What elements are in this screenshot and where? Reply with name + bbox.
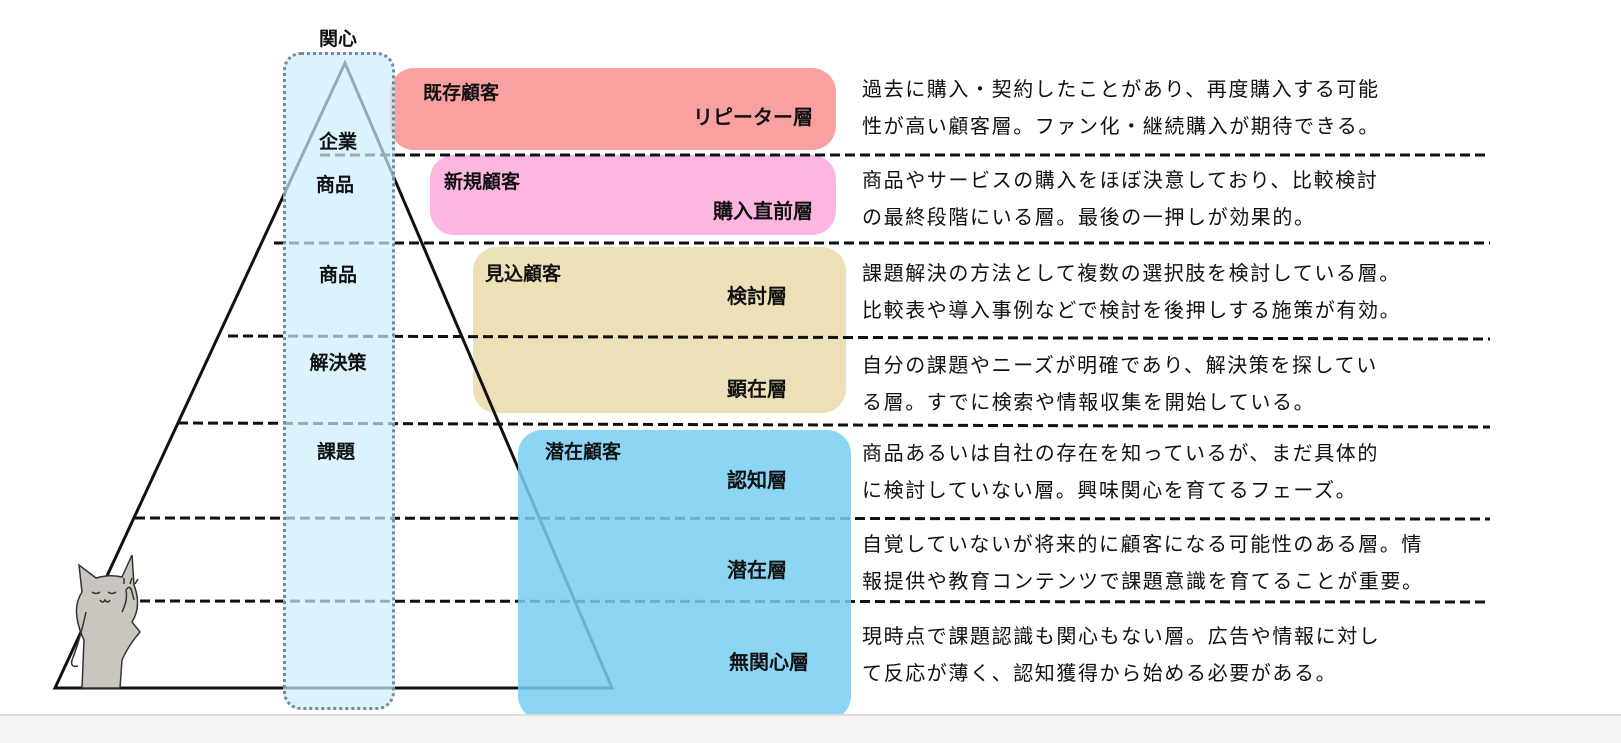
layer-description: 現時点で課題認識も関心もない層。広告や情報に対して反応が薄く、認知獲得から始める… xyxy=(862,618,1380,692)
segment-box-existing xyxy=(390,68,836,150)
interest-column-title: 関心 xyxy=(318,28,357,50)
description-line: 性が高い顧客層。ファン化・継続購入が期待できる。 xyxy=(862,114,1380,138)
segment-box-new xyxy=(430,155,836,235)
interest-column xyxy=(283,52,395,710)
description-line: の最終段階にいる層。最後の一押しが効果的。 xyxy=(862,205,1316,229)
layer-name: 潜在層 xyxy=(727,558,787,582)
segment-label: 見込顧客 xyxy=(485,263,562,285)
segment-box-potential xyxy=(518,430,851,720)
description-line: て反応が薄く、認知獲得から始める必要がある。 xyxy=(862,661,1338,685)
layer-name: 顕在層 xyxy=(727,377,787,401)
layer-description: 商品やサービスの購入をほぼ決意しており、比較検討の最終段階にいる層。最後の一押し… xyxy=(862,162,1378,236)
divider-line xyxy=(177,421,1491,429)
description-line: に検討していない層。興味関心を育てるフェーズ。 xyxy=(862,478,1358,502)
layer-name: リピーター層 xyxy=(693,105,813,129)
description-line: 報提供や教育コンテンツで課題意識を育てることが重要。 xyxy=(862,569,1424,593)
description-line: 自覚していないが将来的に顧客になる可能性のある層。情 xyxy=(862,532,1423,556)
interest-label: 課題 xyxy=(316,441,355,463)
description-line: 現時点で課題認識も関心もない層。広告や情報に対し xyxy=(862,624,1381,648)
description-line: 商品あるいは自社の存在を知っているが、まだ具体的 xyxy=(862,441,1379,465)
description-line: 自分の課題やニーズが明確であり、解決策を探してい xyxy=(862,353,1378,377)
divider-line xyxy=(227,334,1491,341)
layer-description: 自覚していないが将来的に顧客になる可能性のある層。情報提供や教育コンテンツで課題… xyxy=(862,526,1424,600)
interest-label: 企業 xyxy=(318,131,357,153)
layer-name: 無関心層 xyxy=(729,650,809,674)
cat-illustration xyxy=(70,554,141,689)
segment-box-prospect xyxy=(473,247,846,413)
layer-name: 検討層 xyxy=(727,284,787,308)
layer-description: 課題解決の方法として複数の選択肢を検討している層。比較表や導入事例などで検討を後… xyxy=(862,255,1401,329)
layer-description: 商品あるいは自社の存在を知っているが、まだ具体的に検討していない層。興味関心を育… xyxy=(862,435,1379,509)
description-line: る層。すでに検索や情報収集を開始している。 xyxy=(862,390,1316,414)
description-line: 課題解決の方法として複数の選択肢を検討している層。 xyxy=(862,261,1401,285)
segment-label: 既存顧客 xyxy=(423,82,500,104)
description-line: 比較表や導入事例などで検討を後押しする施策が有効。 xyxy=(862,298,1402,322)
layer-name: 購入直前層 xyxy=(713,199,813,223)
layer-name: 認知層 xyxy=(727,468,787,492)
description-line: 商品やサービスの購入をほぼ決意しており、比較検討 xyxy=(862,168,1379,192)
bottom-bar xyxy=(0,714,1621,743)
interest-label: 商品 xyxy=(318,264,357,286)
segment-label: 新規顧客 xyxy=(444,171,521,193)
layer-description: 過去に購入・契約したことがあり、再度購入する可能性が高い顧客層。ファン化・継続購… xyxy=(862,71,1380,145)
description-line: 過去に購入・契約したことがあり、再度購入する可能 xyxy=(862,77,1380,101)
interest-label: 解決策 xyxy=(309,352,367,374)
interest-label: 商品 xyxy=(315,174,354,196)
segment-label: 潜在顧客 xyxy=(545,441,622,463)
layer-description: 自分の課題やニーズが明確であり、解決策を探している層。すでに検索や情報収集を開始… xyxy=(862,347,1378,421)
